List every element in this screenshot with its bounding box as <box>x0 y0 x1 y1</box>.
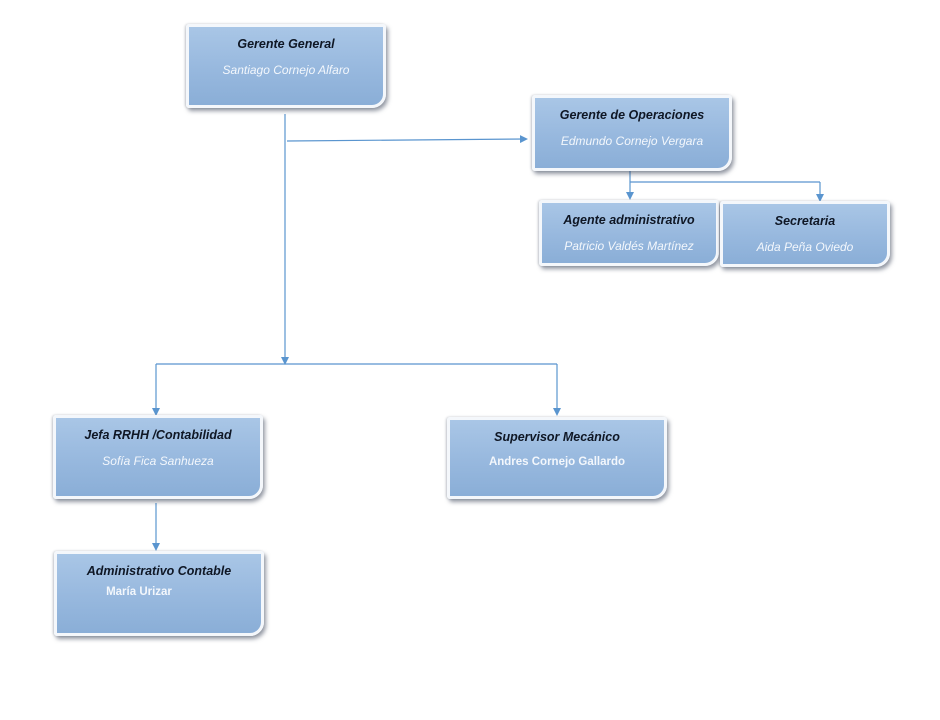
node-role: Secretaria <box>774 214 836 228</box>
node-person: María Urizar <box>106 586 172 598</box>
node-gerente-operaciones: Gerente de Operaciones Edmundo Cornejo V… <box>532 95 732 171</box>
node-gerente-general: Gerente General Santiago Cornejo Alfaro <box>186 24 386 108</box>
node-role: Agente administrativo <box>563 213 695 227</box>
node-role: Supervisor Mecánico <box>494 430 620 444</box>
node-administrativo-contable: Administrativo Contable María Urizar <box>54 551 264 636</box>
node-role: Gerente General <box>237 37 335 51</box>
node-person: Santiago Cornejo Alfaro <box>222 63 350 77</box>
node-person: Andres Cornejo Gallardo <box>488 456 626 468</box>
node-person: Sofía Fica Sanhueza <box>102 454 214 468</box>
node-role: Gerente de Operaciones <box>559 108 705 122</box>
node-person: Edmundo Cornejo Vergara <box>560 134 704 148</box>
node-agente-administrativo: Agente administrativo Patricio Valdés Ma… <box>539 200 719 266</box>
branch-to-operaciones <box>286 135 528 144</box>
node-supervisor-mecanico: Supervisor Mecánico Andres Cornejo Galla… <box>447 417 667 499</box>
node-secretaria: Secretaria Aida Peña Oviedo <box>720 201 890 267</box>
node-role: Administrativo Contable <box>86 564 232 578</box>
node-person: Patricio Valdés Martínez <box>564 239 694 253</box>
node-jefa-rrhh: Jefa RRHH /Contabilidad Sofía Fica Sanhu… <box>53 415 263 499</box>
node-role: Jefa RRHH /Contabilidad <box>84 428 232 442</box>
node-person: Aida Peña Oviedo <box>756 240 854 254</box>
